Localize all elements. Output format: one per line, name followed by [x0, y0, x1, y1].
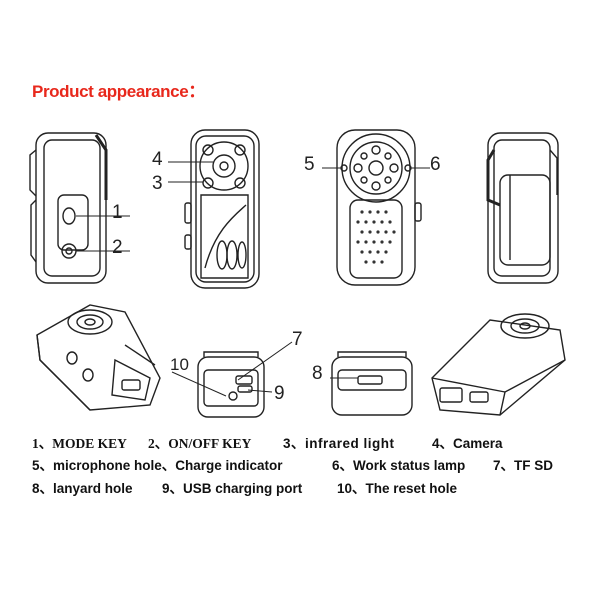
- callout-8: 8: [312, 363, 323, 384]
- legend-item-3: 3、infrared light: [283, 436, 395, 451]
- callout-1: 1: [112, 202, 123, 223]
- legend-item-5: 5、microphone hole、Charge indicator: [32, 458, 283, 473]
- legend-item-7: 7、TF SD: [493, 458, 554, 473]
- callout-7: 7: [292, 329, 303, 350]
- legend-item-1: 1、MODE KEY: [32, 436, 127, 451]
- legend-item-6: 6、Work status lamp: [332, 458, 466, 473]
- callout-4: 4: [152, 149, 163, 170]
- on-off-key: [61, 243, 77, 259]
- legend-item-8: 8、lanyard hole: [32, 481, 133, 496]
- callout-6: 6: [430, 154, 441, 175]
- legend-item-2: 2、ON/OFF KEY: [148, 436, 252, 451]
- side-view-left: [29, 132, 108, 284]
- mode-key: [62, 207, 76, 225]
- callout-10: 10: [170, 355, 189, 374]
- legend-item-4: 4、Camera: [432, 436, 503, 451]
- top-view: [331, 351, 413, 416]
- legend-item-9: 9、USB charging port: [162, 481, 303, 496]
- camera-lens: [212, 154, 236, 178]
- usb-port: [237, 385, 253, 393]
- perspective-left: [36, 304, 161, 411]
- callout-3: 3: [152, 173, 163, 194]
- side-view-right: [486, 132, 559, 284]
- page-title: Product appearance：: [32, 82, 205, 101]
- front-view: [184, 129, 260, 289]
- perspective-right: [431, 313, 566, 416]
- reset-hole: [228, 391, 238, 401]
- back-view: [336, 129, 422, 286]
- callout-5: 5: [304, 154, 315, 175]
- callout-9: 9: [274, 383, 285, 404]
- infrared-light: [202, 177, 214, 189]
- callout-2: 2: [112, 237, 123, 258]
- legend-item-10: 10、The reset hole: [337, 481, 458, 496]
- bottom-view: [197, 351, 265, 418]
- lanyard-hole: [357, 375, 383, 385]
